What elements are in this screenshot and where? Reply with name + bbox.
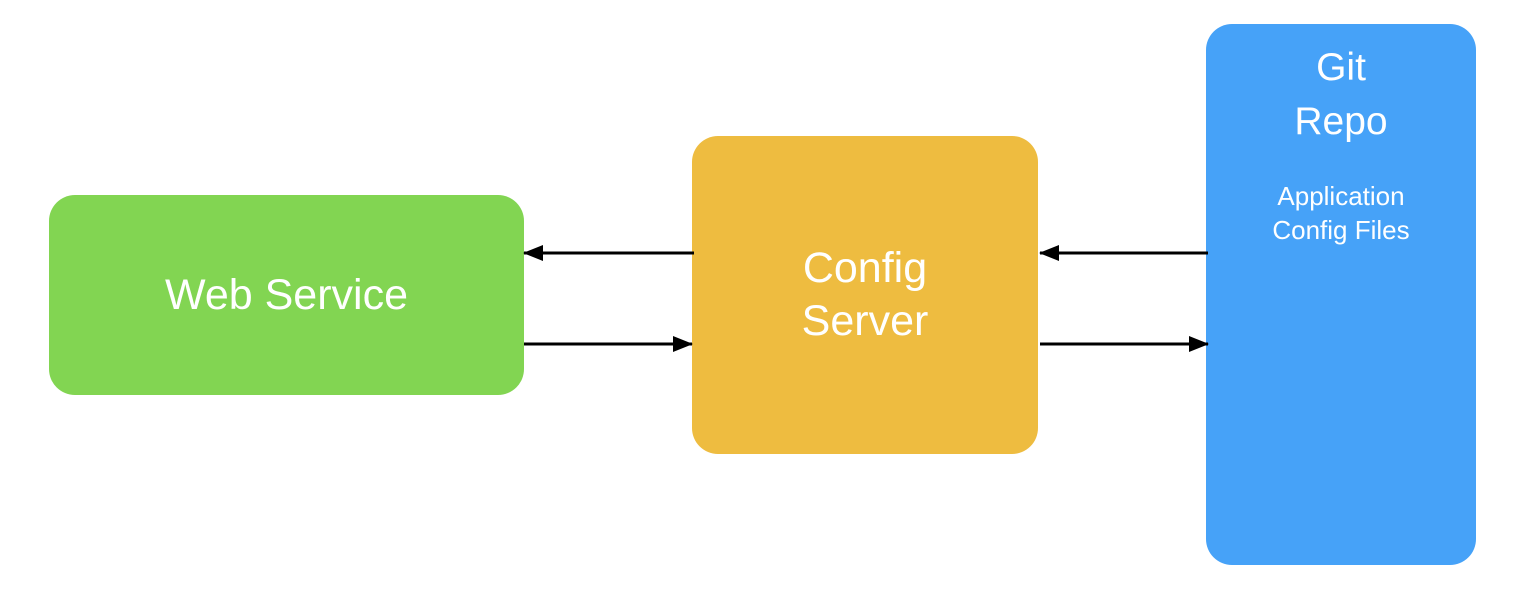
- git-repo-title-line-1: Git: [1316, 46, 1366, 89]
- git-repo-subtitle: Application Config Files: [1206, 179, 1476, 247]
- web-service-label: Web Service: [165, 270, 408, 319]
- config-server-label-line-2: Server: [801, 297, 929, 345]
- config-server-label-line-1: Config: [802, 244, 928, 292]
- git-repo-title: Git Repo: [1206, 41, 1476, 149]
- git-repo-subtitle-line-1: Application: [1277, 181, 1405, 211]
- config-server-label: Config Server: [802, 242, 929, 348]
- config-server-node: Config Server: [692, 136, 1038, 454]
- web-service-node: Web Service: [49, 195, 524, 395]
- git-repo-node: Git Repo Application Config Files: [1206, 24, 1476, 565]
- git-repo-title-line-2: Repo: [1294, 100, 1388, 143]
- git-repo-subtitle-line-2: Config Files: [1272, 215, 1410, 245]
